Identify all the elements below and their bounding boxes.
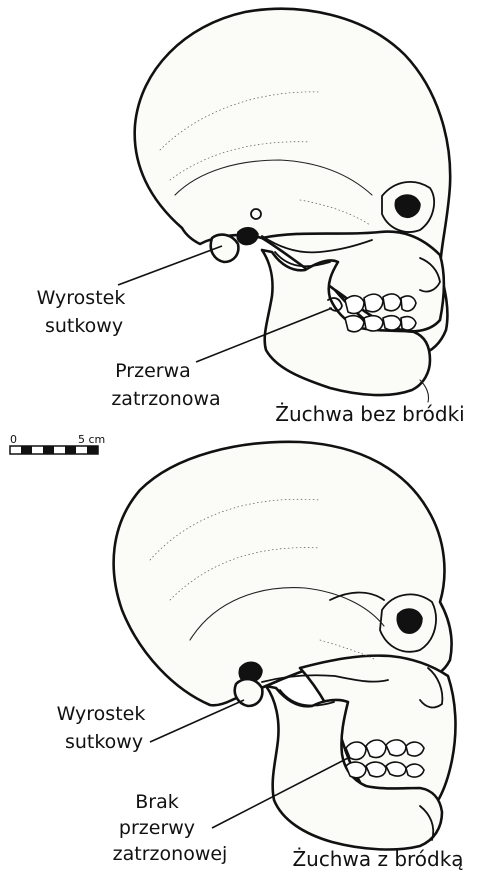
bottom-mastoid-label: Wyrostek sutkowy [57, 703, 152, 753]
top-mastoid-label: Wyrostek sutkowy [37, 287, 132, 337]
bottom-mastoid-leader [150, 700, 244, 742]
scale-bar-end: 5 cm [78, 433, 105, 446]
scale-bar-start: 0 [10, 433, 17, 446]
top-skull-drawing [135, 9, 451, 402]
scale-bar: 0 5 cm [10, 433, 105, 454]
bottom-skull-drawing [114, 442, 456, 850]
bottom-jaw-label: Żuchwa z bródką [292, 847, 463, 871]
top-mastoid-leader [118, 246, 222, 285]
bottom-gap-label: Brak przerwy zatrzonowej [113, 791, 228, 865]
top-jaw-label: Żuchwa bez bródki [275, 402, 464, 426]
top-ear-opening [237, 228, 258, 245]
top-gap-label: Przerwa zatrzonowa [111, 360, 220, 410]
